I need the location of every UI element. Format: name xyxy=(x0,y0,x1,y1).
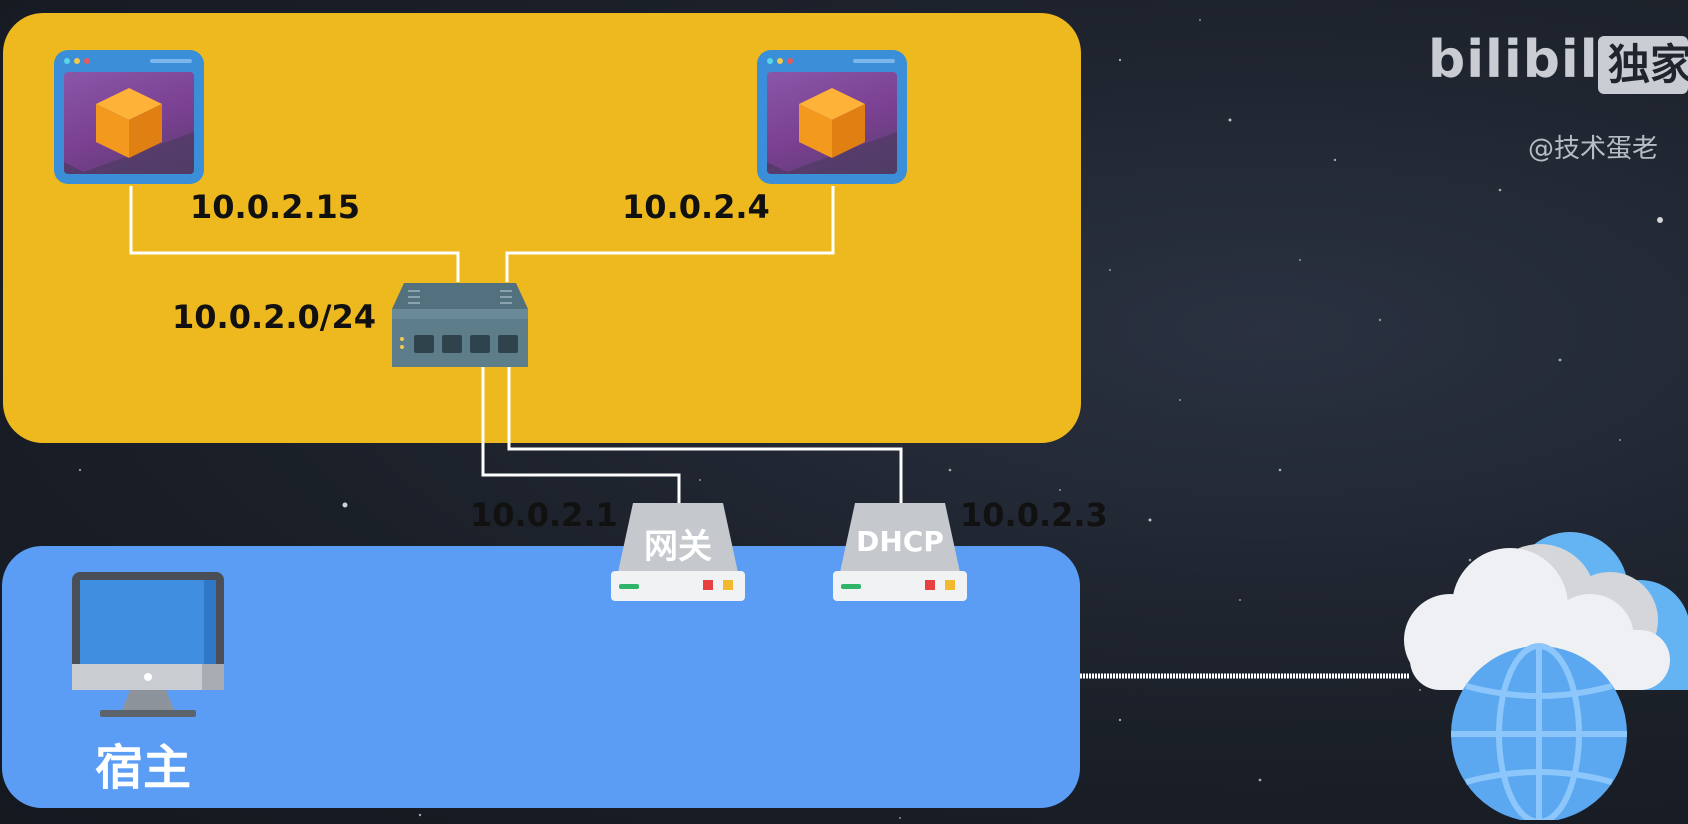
exclusive-badge: 独家 xyxy=(1598,36,1688,94)
vm1-ip-label: 10.0.2.15 xyxy=(190,188,361,226)
link-switch-dhcp xyxy=(507,358,903,506)
subnet-label: 10.0.2.0/24 xyxy=(172,298,377,336)
vm-window-icon xyxy=(54,50,204,184)
gateway-server-icon: 网关 xyxy=(609,503,747,601)
author-handle: @技术蛋老 xyxy=(1528,134,1659,164)
cube-icon xyxy=(64,88,194,174)
gateway-label: 网关 xyxy=(644,527,712,567)
watermark: bilibili 独家 @技术蛋老 xyxy=(1428,30,1688,170)
vm2-ip-label: 10.0.2.4 xyxy=(622,188,770,226)
globe-icon xyxy=(1451,643,1627,820)
window-titlebar xyxy=(64,58,192,64)
link-vm1-switch xyxy=(129,186,460,282)
link-vm2-switch xyxy=(505,186,835,282)
vm-window-icon xyxy=(757,50,907,184)
internet-cloud-icon xyxy=(1404,532,1688,820)
host-label: 宿主 xyxy=(95,740,192,796)
dhcp-ip-label: 10.0.2.3 xyxy=(960,496,1108,534)
cube-icon xyxy=(767,88,897,174)
bilibili-logo: bilibili xyxy=(1428,30,1618,90)
window-titlebar xyxy=(767,58,895,64)
monitor-icon xyxy=(72,572,224,717)
gateway-ip-label: 10.0.2.1 xyxy=(470,496,618,534)
dhcp-label: DHCP xyxy=(856,525,944,558)
network-switch-icon xyxy=(392,283,528,367)
link-switch-gateway xyxy=(481,358,681,506)
dhcp-server-icon: DHCP xyxy=(831,503,969,601)
